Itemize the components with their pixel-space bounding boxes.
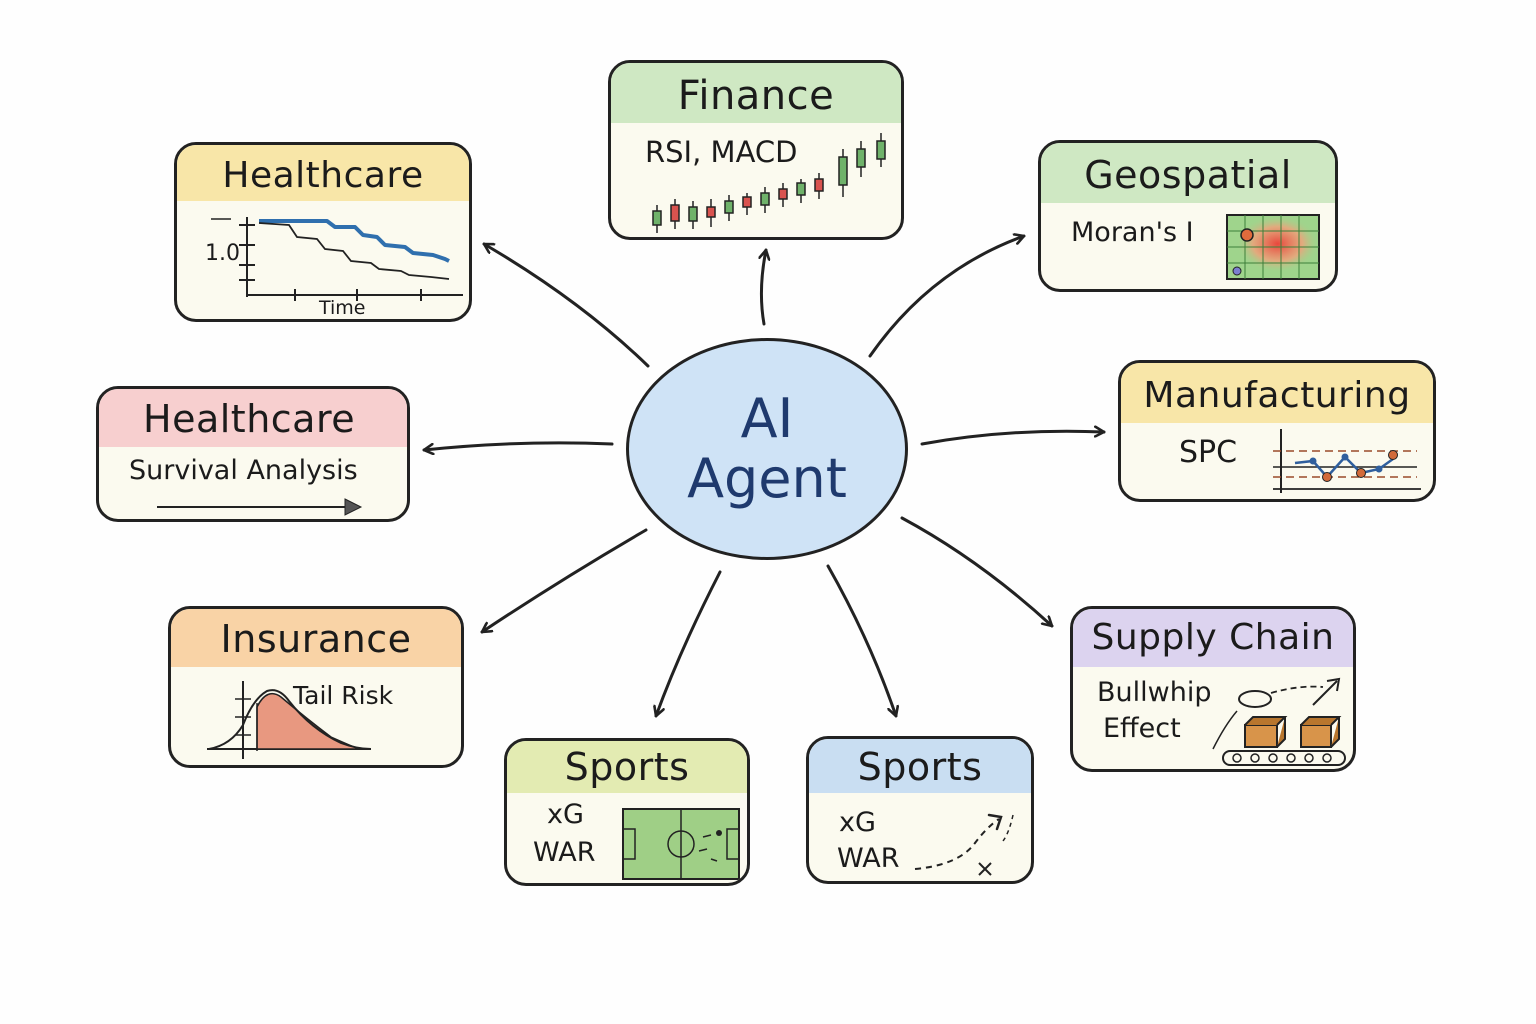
control-chart-icon — [1273, 429, 1421, 493]
spatial-heatmap-icon — [1226, 214, 1320, 280]
healthcare-km-title: Healthcare — [222, 155, 424, 196]
center-label-line1: AI — [740, 387, 794, 450]
soccer-pitch-icon — [622, 808, 740, 880]
supply-chain-card: Supply Chain Bullwhip Effect — [1070, 606, 1356, 772]
sports-play-header-band — [809, 739, 1031, 793]
sports-field-header-band — [507, 741, 747, 793]
geospatial-card: Geospatial Moran's I — [1038, 140, 1338, 292]
ai-agent-node: AI Agent — [626, 338, 908, 560]
sports-play-metric-war: WAR — [837, 843, 900, 874]
manufacturing-subtitle: SPC — [1179, 435, 1238, 470]
sports-field-title: Sports — [564, 745, 690, 789]
sports-play-metric-xg: xG — [839, 807, 876, 838]
supply-chain-title: Supply Chain — [1091, 617, 1335, 658]
arrow-to-healthcare-km — [482, 242, 650, 368]
sports-field-metric-xg: xG — [547, 799, 584, 830]
tail-risk-density-chart — [207, 681, 372, 759]
arrow-to-geospatial — [868, 236, 1026, 358]
healthcare-survival-card: Healthcare Survival Analysis — [96, 386, 410, 522]
geospatial-subtitle: Moran's I — [1071, 217, 1194, 248]
healthcare-km-card: Healthcare 1.0 Time — [174, 142, 472, 322]
supply-chain-line1: Bullwhip — [1097, 677, 1212, 708]
supply-chain-line2: Effect — [1103, 713, 1181, 744]
insurance-title: Insurance — [220, 617, 412, 661]
arrow-to-manufacturing — [920, 431, 1106, 446]
finance-card: Finance RSI, MACD — [608, 60, 904, 240]
healthcare-survival-subtitle: Survival Analysis — [129, 455, 358, 486]
sports-play-card: Sports xG WAR — [806, 736, 1034, 884]
geospatial-title: Geospatial — [1084, 153, 1292, 197]
arrow-to-sports-play — [826, 564, 896, 718]
sports-field-card: Sports xG WAR — [504, 738, 750, 886]
insurance-header-band — [171, 609, 461, 667]
conveyor-boxes-icon — [1212, 677, 1346, 766]
manufacturing-title: Manufacturing — [1143, 375, 1411, 416]
arrow-to-insurance — [480, 528, 648, 634]
geospatial-header-band — [1041, 143, 1335, 203]
center-label-line2: Agent — [687, 447, 847, 510]
finance-subtitle: RSI, MACD — [645, 135, 798, 169]
sports-play-title: Sports — [857, 745, 983, 789]
manufacturing-card: Manufacturing SPC — [1118, 360, 1436, 502]
finance-header-band — [611, 63, 901, 123]
candlestick-chart — [652, 133, 886, 233]
arrow-to-supply-chain — [900, 516, 1054, 628]
insurance-card: Insurance Tail Risk — [168, 606, 464, 768]
healthcare-survival-title: Healthcare — [143, 397, 356, 441]
arrow-to-finance — [761, 248, 766, 326]
manufacturing-header-band — [1121, 363, 1433, 423]
play-diagram-icon — [914, 813, 1014, 876]
healthcare-km-xlabel: Time — [319, 297, 366, 319]
finance-title: Finance — [677, 73, 835, 119]
insurance-subtitle: Tail Risk — [293, 681, 394, 710]
healthcare-km-header-band — [177, 145, 469, 201]
arrow-to-sports-field — [656, 570, 722, 718]
km-curve-chart — [211, 217, 463, 301]
sports-field-metric-war: WAR — [533, 837, 596, 868]
healthcare-survival-header-band — [99, 389, 407, 447]
healthcare-km-ytick: 1.0 — [205, 241, 240, 266]
arrow-to-healthcare-survival — [422, 441, 614, 450]
supply-chain-header-band — [1073, 609, 1353, 667]
timeline-arrow — [157, 498, 363, 516]
